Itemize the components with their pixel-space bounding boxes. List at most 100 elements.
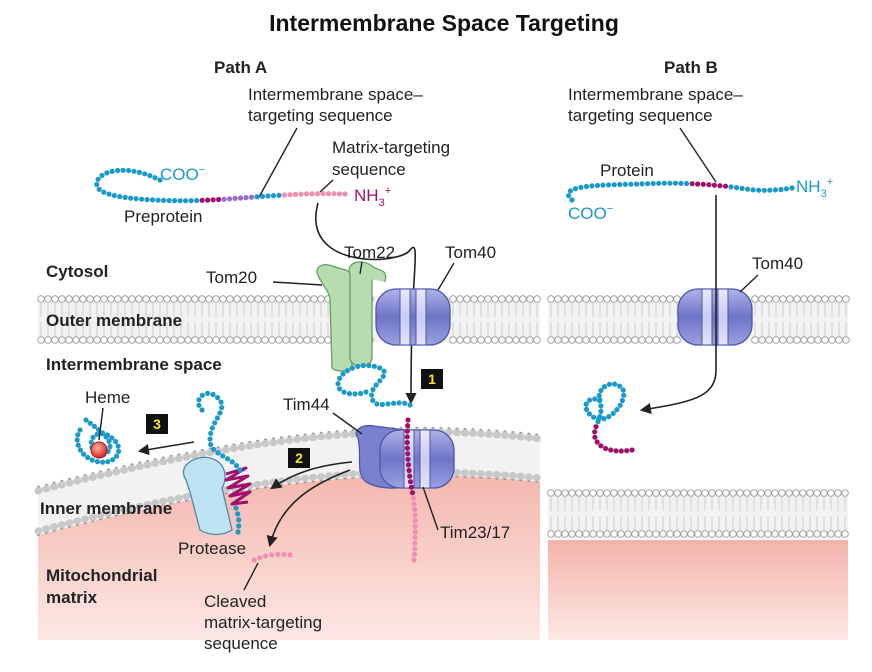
tom40-label-b: Tom40 [752,254,803,273]
chain-residue [601,416,607,422]
chain-residue [87,420,93,426]
lipid-head [121,336,129,344]
lipid-head [659,295,667,303]
chain-residue [99,172,105,179]
lipid-head [652,336,660,344]
lipid-head [554,489,562,497]
chain-residue [161,197,167,203]
lipid-head [687,489,695,497]
lipid-head [757,489,765,497]
chain-residue [589,183,595,189]
chain-residue [358,390,364,397]
protease-label: Protease [178,539,246,558]
lipid-head [561,489,569,497]
lipid-head [820,530,828,538]
lipid-head [617,489,625,497]
lipid-head [93,336,101,344]
lipid-head [254,336,262,344]
lipid-head [772,336,780,344]
chain-residue [238,195,244,201]
chain-residue [251,557,257,563]
lipid-head [547,336,555,344]
coo-label-a: COO− [160,164,205,184]
chain-residue [783,186,790,192]
cleaved-sequence-chain [251,551,293,563]
chain-residue [133,196,139,202]
chain-residue [216,196,222,203]
chain-residue [236,523,242,529]
lipid-head [184,336,192,344]
lipid-head [568,489,576,497]
lipid-head [701,489,709,497]
chain-residue [111,192,117,199]
chain-residue [281,551,287,558]
chain-residue [734,185,740,191]
chain-residue [106,191,112,197]
chain-residue [366,362,372,369]
chain-residue [210,197,216,203]
chain-residue [598,443,604,449]
chain-residue [592,396,598,402]
chain-residue [205,390,211,396]
lipid-head [275,295,283,303]
lipid-head [582,489,590,497]
lipid-head [219,336,227,344]
chain-residue [81,451,87,457]
lipid-head [736,530,744,538]
ims-seq-a-line2: targeting sequence [248,106,393,125]
chain-residue [113,438,119,445]
chain-residue [739,185,745,191]
chain-residue [352,391,358,397]
lipid-head [568,336,576,344]
lipid-head [758,295,766,303]
lipid-head [610,530,618,538]
lipid-head [842,295,850,303]
chain-residue [94,459,100,465]
lipid-head [680,530,688,538]
lipid-head [484,295,492,303]
lipid-head [589,336,597,344]
lipid-head [828,295,836,303]
lipid-head [785,489,793,497]
chain-residue [377,378,383,384]
lipid-head [792,489,800,497]
chain-residue [745,186,751,192]
lipid-head [617,530,625,538]
lipid-head [575,530,583,538]
lipid-head [491,295,499,303]
chain-residue [761,187,767,193]
chain-residue [370,397,376,403]
lipid-head [842,336,850,344]
chain-residue [373,382,379,388]
chain-residue [210,391,216,398]
chain-residue [611,182,617,188]
lipid-head [456,295,464,303]
chain-residue [114,453,120,459]
lipid-head [554,336,562,344]
chain-residue [243,195,249,201]
chain-residue [188,198,194,204]
chain-in-ims-a [335,362,413,408]
lipid-head [554,295,562,303]
chain-residue [220,453,226,459]
lipid-head [261,336,269,344]
lipid-head [596,489,604,497]
lipid-head [638,530,646,538]
lipid-head [37,336,45,344]
lipid-head [821,295,829,303]
chain-residue [90,434,96,440]
chain-residue [219,405,225,411]
ims-seq-b-line2: targeting sequence [568,106,713,125]
lipid-head [603,530,611,538]
lipid-head [72,295,80,303]
chain-residue [596,392,602,399]
chain-residue [407,479,414,485]
chain-residue [144,197,150,203]
lipid-head [758,336,766,344]
lipid-head [212,295,220,303]
lipid-head [191,336,199,344]
lipid-head [778,530,786,538]
lipid-head [491,336,499,344]
chain-residue [248,194,255,200]
lipid-head [289,336,297,344]
